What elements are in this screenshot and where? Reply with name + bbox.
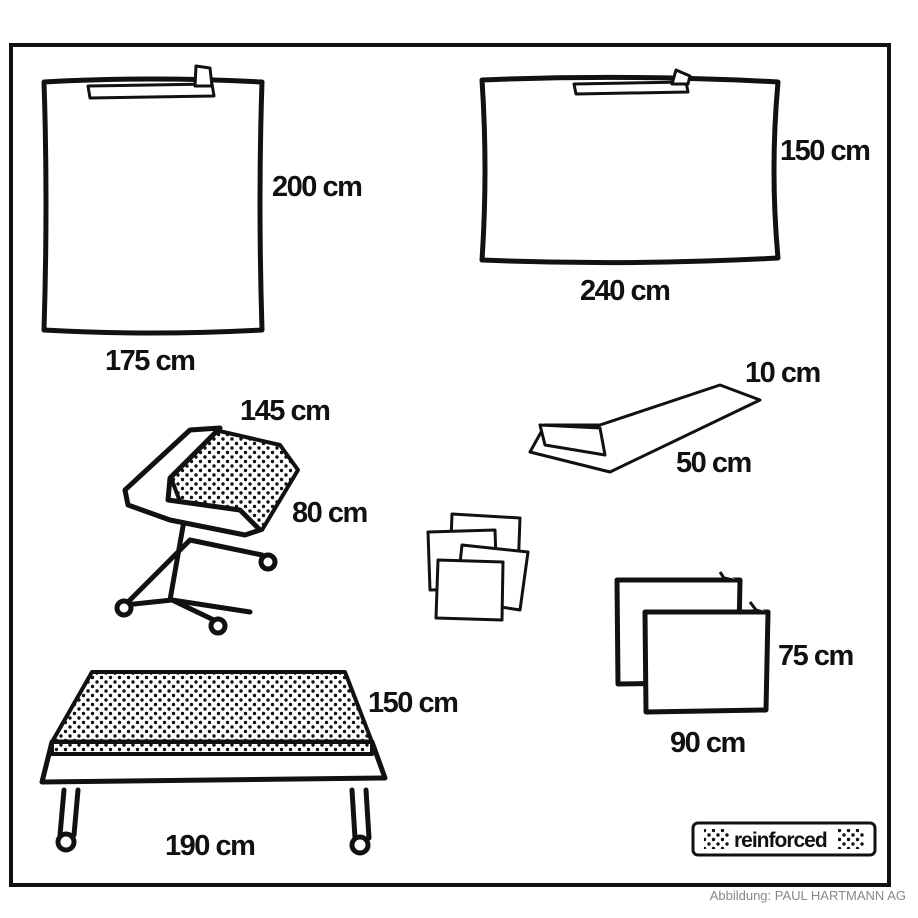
legend-reinforced: reinforced [691,821,877,857]
small-towels [426,512,530,622]
image-credit: Abbildung: PAUL HARTMANN AG [709,888,906,903]
drape-square-width: 175 cm [105,345,194,377]
drape-square [41,64,265,336]
tape-length: 50 cm [676,447,751,479]
dot-pattern-icon [704,829,730,849]
drape-rect-width: 240 cm [580,275,669,307]
drape-rect-height: 150 cm [780,135,869,167]
table-cover [39,670,388,856]
towels-width: 90 cm [670,727,745,759]
mayo-stand-cover [114,425,300,636]
drape-rect [479,68,781,266]
dot-pattern-icon [838,829,864,849]
table-cover-length: 190 cm [165,830,254,862]
legend-label: reinforced [734,829,827,852]
mayo-cover-width: 80 cm [292,497,367,529]
tape-width: 10 cm [745,357,820,389]
adhesive-tape [528,383,762,474]
drape-square-height: 200 cm [272,171,361,203]
mayo-cover-length: 145 cm [240,395,329,427]
towels-height: 75 cm [778,640,853,672]
table-cover-width: 150 cm [368,687,457,719]
towels [614,571,771,715]
